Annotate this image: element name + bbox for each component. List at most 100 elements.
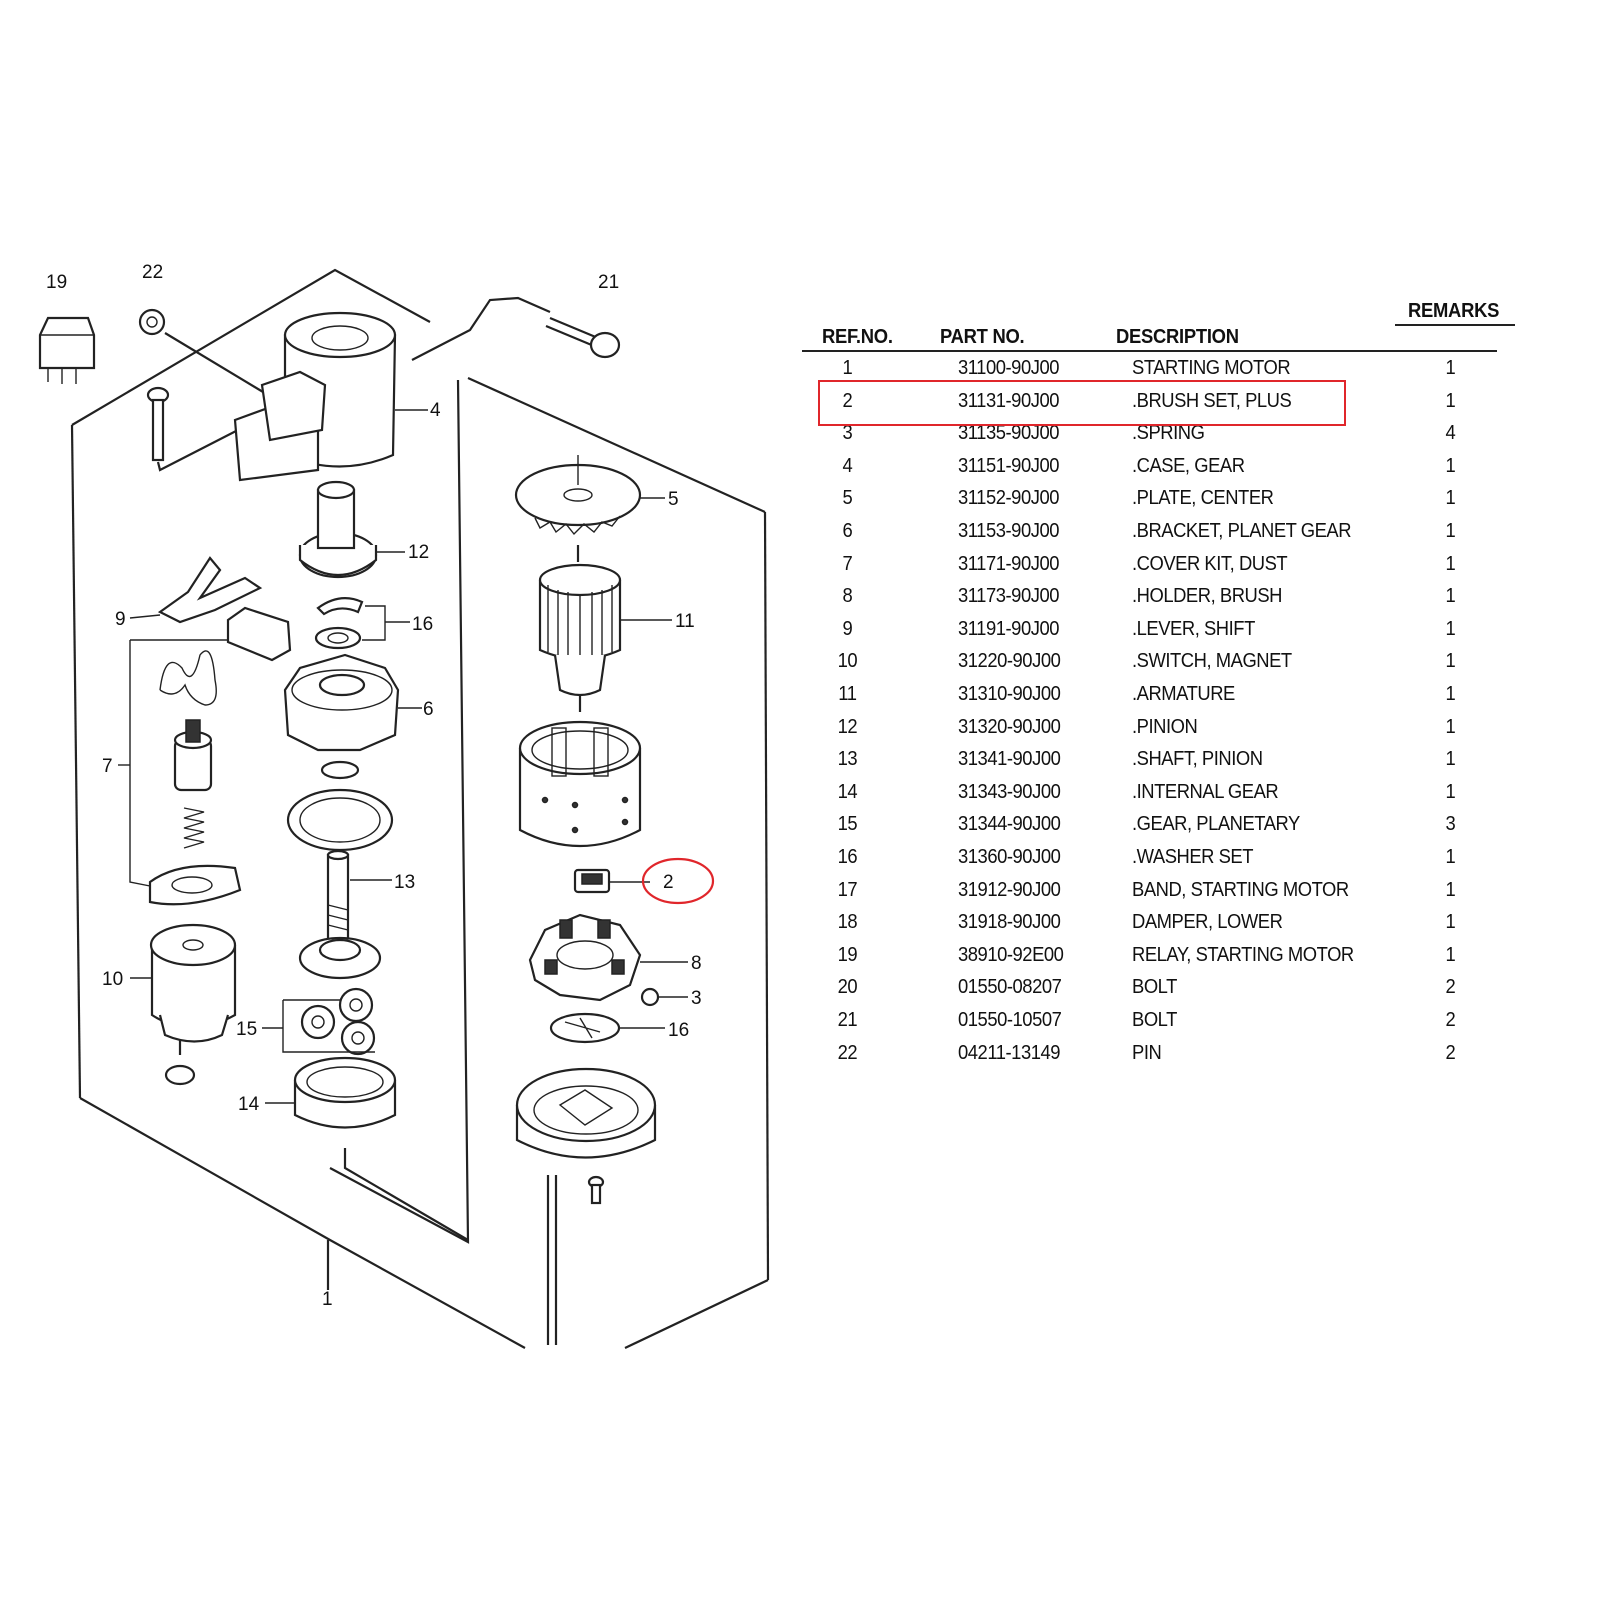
pinion-part-12 [298, 480, 405, 579]
cell-description: STARTING MOTOR [1132, 357, 1291, 379]
cell-ref-no: 2 [842, 389, 853, 412]
header-description: DESCRIPTION [1116, 326, 1239, 348]
table-row: 20 01550-08207 BOLT 2 [820, 971, 1520, 1004]
cell-description: .GEAR, PLANETARY [1132, 813, 1300, 836]
bolt-part-21 [545, 316, 621, 359]
assembly-frame [70, 268, 770, 1349]
cell-ref-no: 22 [837, 1041, 858, 1064]
cell-quantity: 1 [1445, 454, 1456, 477]
callout-16-right: 16 [668, 1020, 689, 1041]
cell-ref-no: 9 [842, 617, 853, 640]
highlight-circle-callout-2 [641, 857, 715, 905]
table-row: 15 31344-90J00 .GEAR, PLANETARY 3 [820, 808, 1520, 841]
cell-quantity: 1 [1445, 911, 1456, 934]
cell-quantity: 1 [1445, 943, 1456, 966]
brush-holder-part-8 [528, 913, 688, 1002]
callout-19: 19 [46, 272, 67, 293]
cell-ref-no: 7 [842, 552, 853, 575]
cell-quantity: 1 [1445, 617, 1456, 640]
bolt-left [146, 386, 239, 472]
table-row: 16 31360-90J00 .WASHER SET 1 [820, 841, 1520, 874]
cell-part-no: 31171-90J00 [958, 552, 1060, 575]
pinion-shaft-part-13 [298, 849, 392, 980]
cell-quantity: 1 [1445, 585, 1456, 608]
table-row: 21 01550-10507 BOLT 2 [820, 1004, 1520, 1037]
cell-part-no: 31151-90J00 [958, 454, 1060, 477]
callout-12: 12 [408, 542, 429, 563]
table-row: 1 31100-90J00 STARTING MOTOR 1 [820, 352, 1520, 385]
table-row: 10 31220-90J00 .SWITCH, MAGNET 1 [820, 645, 1520, 678]
cell-description: BOLT [1132, 1009, 1177, 1031]
callout-14: 14 [238, 1094, 260, 1115]
callout-2: 2 [663, 872, 674, 893]
motor-yoke [518, 720, 642, 848]
cell-ref-no: 11 [838, 683, 857, 705]
table-row: 4 31151-90J00 .CASE, GEAR 1 [820, 450, 1520, 483]
cell-ref-no: 13 [837, 748, 858, 771]
cell-description: .SWITCH, MAGNET [1132, 650, 1292, 673]
cell-quantity: 2 [1445, 1041, 1456, 1064]
magnet-switch-part-10 [130, 923, 237, 1086]
cell-part-no: 31220-90J00 [958, 650, 1061, 673]
cell-quantity: 1 [1445, 683, 1456, 705]
cell-ref-no: 6 [842, 520, 853, 542]
cell-quantity: 1 [1445, 715, 1456, 738]
cell-quantity: 1 [1445, 389, 1456, 412]
cell-part-no: 31320-90J00 [958, 715, 1061, 738]
callout-10: 10 [102, 969, 123, 990]
cell-quantity: 1 [1445, 520, 1456, 542]
callout-9: 9 [115, 609, 126, 630]
relay-part-19 [38, 316, 96, 384]
cell-quantity: 2 [1445, 976, 1456, 999]
table-row: 11 31310-90J00 .ARMATURE 1 [820, 678, 1520, 711]
pin-part-22 [138, 308, 269, 396]
washer-set-part-16-left [314, 597, 410, 650]
table-row: 19 38910-92E00 RELAY, STARTING MOTOR 1 [820, 939, 1520, 972]
table-row: 8 31173-90J00 .HOLDER, BRUSH 1 [820, 580, 1520, 613]
cell-part-no: 31343-90J00 [958, 780, 1061, 803]
cell-part-no: 01550-10507 [958, 1009, 1062, 1031]
table-row: 2 31131-90J00 .BRUSH SET, PLUS 1 [820, 385, 1520, 418]
header-part-no: PART NO. [940, 326, 1025, 348]
shift-lever-part-9 [129, 556, 263, 624]
cell-description: BOLT [1132, 976, 1177, 999]
callout-1: 1 [322, 1289, 333, 1310]
cell-quantity: 1 [1445, 357, 1456, 379]
cell-part-no: 31341-90J00 [958, 748, 1061, 771]
table-row: 14 31343-90J00 .INTERNAL GEAR 1 [820, 776, 1520, 809]
cell-description: .LEVER, SHIFT [1132, 617, 1255, 640]
callout-labels: 19 22 21 4 12 9 16 7 6 5 11 13 10 15 14 … [46, 262, 702, 1310]
cell-ref-no: 17 [837, 878, 858, 901]
callout-6: 6 [423, 699, 434, 720]
cell-description: .BRUSH SET, PLUS [1132, 389, 1292, 412]
cell-description: RELAY, STARTING MOTOR [1132, 943, 1354, 966]
table-row: 22 04211-13149 PIN 2 [820, 1037, 1520, 1070]
cell-part-no: 31100-90J00 [958, 357, 1060, 379]
table-row: 7 31171-90J00 .COVER KIT, DUST 1 [820, 548, 1520, 581]
callout-5: 5 [668, 489, 679, 510]
callout-8: 8 [691, 953, 702, 974]
header-underline [802, 350, 1497, 352]
spring-part-3 [640, 987, 688, 1007]
table-row: 6 31153-90J00 .BRACKET, PLANET GEAR 1 [820, 515, 1520, 548]
cell-part-no: 31152-90J00 [958, 487, 1060, 510]
callout-4: 4 [430, 400, 441, 421]
callout-22: 22 [142, 262, 163, 283]
gear-case-part-4 [233, 311, 428, 482]
cell-part-no: 04211-13149 [958, 1041, 1061, 1064]
callout-21: 21 [598, 272, 619, 293]
cell-part-no: 31131-90J00 [958, 389, 1060, 412]
callout-15: 15 [236, 1019, 257, 1040]
dust-cover-kit-part-7 [118, 606, 292, 906]
cell-part-no: 31173-90J00 [958, 585, 1060, 608]
cell-ref-no: 14 [837, 780, 858, 803]
cell-description: DAMPER, LOWER [1132, 911, 1283, 934]
armature-part-11 [538, 545, 672, 712]
washer-small [320, 760, 360, 780]
cell-quantity: 1 [1445, 552, 1456, 575]
cell-ref-no: 20 [837, 976, 858, 999]
gasket-ring [286, 788, 394, 852]
cell-description: .COVER KIT, DUST [1132, 552, 1288, 575]
cell-ref-no: 4 [842, 454, 853, 477]
cell-part-no: 31918-90J00 [958, 911, 1061, 934]
